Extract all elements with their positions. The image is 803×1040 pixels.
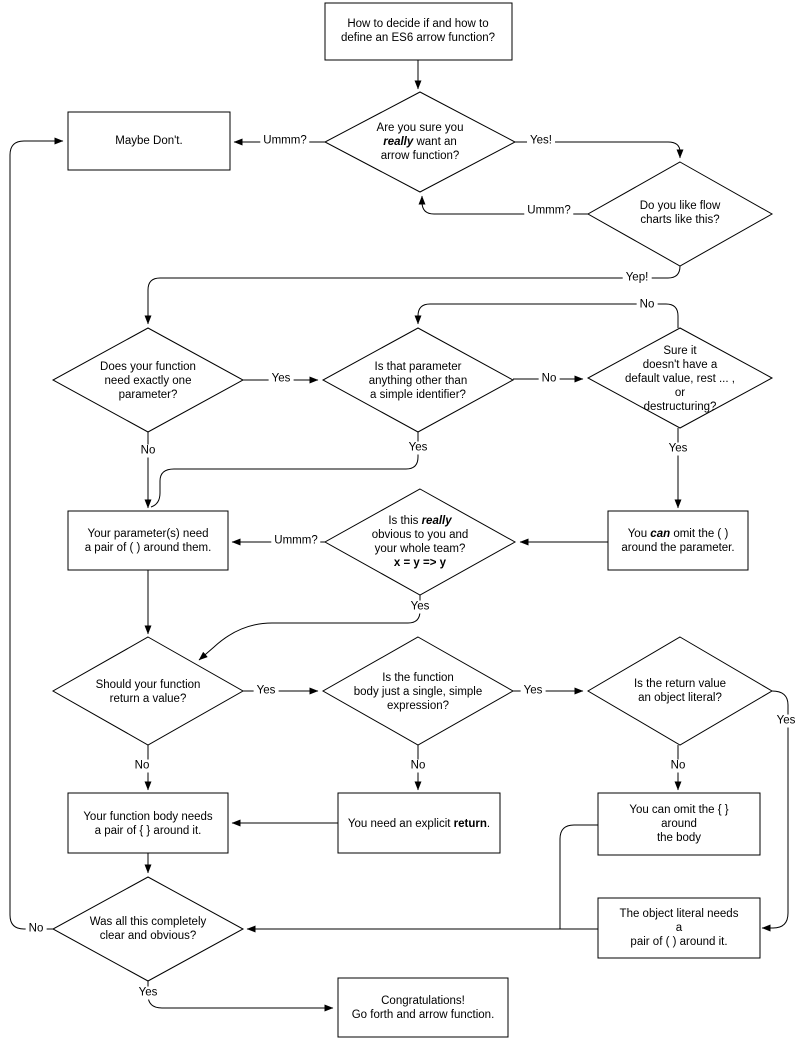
node-maybe-dont-text: Maybe Don't.: [115, 135, 183, 147]
shape-congrats: [337, 977, 509, 1038]
edge-label-ummm: Ummm?: [271, 534, 321, 548]
shape-explicit_return: [337, 792, 501, 854]
node-start-text: How to decide if and how to define an ES…: [340, 18, 496, 44]
node-q-single-text: Is the function body just a single, simp…: [353, 672, 483, 712]
node-q-want-emphasis: really: [383, 136, 414, 148]
node-object-parens-text: The object literal needs a pair of ( ) a…: [619, 908, 739, 948]
node-q-flow: Do you like flow charts like this?: [640, 199, 721, 227]
node-q-obvious: Is this really obvious to you and your w…: [372, 514, 469, 570]
shape-q_sure: [586, 327, 774, 429]
node-q-other: Is that parameter anything other than a …: [369, 360, 467, 402]
shape-maybe_dont: [67, 111, 231, 171]
shape-q_other: [321, 327, 515, 433]
edge-label-yes: Yes: [268, 372, 294, 386]
edge-label-yes: Yes: [407, 600, 433, 614]
edge-label-yes: Yes: [773, 714, 799, 728]
edge-label-yes: Yes: [253, 684, 279, 698]
edge-q_other-parens_need: [150, 432, 419, 508]
edge-label-yes: Yes!: [527, 134, 555, 148]
node-congrats: Congratulations! Go forth and arrow func…: [352, 994, 495, 1022]
shape-q_flow: [586, 161, 774, 267]
edge-q_object-object_parens: [761, 690, 789, 932]
edge-q_want-q_flow: [515, 141, 684, 159]
edge-label-no: No: [538, 372, 560, 386]
shape-q_obvious: [323, 488, 517, 596]
shape-q_clear: [51, 876, 245, 982]
node-q-one-param: Does your function need exactly one para…: [100, 360, 196, 402]
node-q-return: Should your function return a value?: [96, 678, 201, 706]
edge-label-yes: Yes: [135, 986, 161, 1000]
shape-parens_need: [67, 510, 229, 571]
node-omit-braces-text: You can omit the { } around the body: [629, 804, 729, 844]
edge-q_clear-congrats: [147, 981, 334, 1012]
edge-label-no: No: [407, 759, 429, 773]
edge-q_flow-q_one_param: [144, 265, 681, 325]
node-q-sure-text: Sure it doesn't have a default value, re…: [625, 345, 735, 413]
node-congrats-text: Congratulations! Go forth and arrow func…: [351, 995, 495, 1021]
node-object-parens: The object literal needs a pair of ( ) a…: [617, 907, 741, 949]
node-q-other-text: Is that parameter anything other than a …: [368, 361, 468, 401]
edge-q_flow-q_want: [418, 195, 588, 215]
edge-q_sure-q_other: [414, 303, 679, 328]
edge-label-no: No: [25, 922, 47, 936]
edge-label-yes: Yes: [520, 684, 546, 698]
edge-q_obvious-q_return: [198, 595, 421, 661]
edge-label-yes: Yes: [405, 441, 431, 455]
node-can-omit-paren-emphasis: can: [650, 528, 671, 540]
edge-label-yes: Yes: [665, 442, 691, 456]
node-q-object-text: Is the return value an object literal?: [633, 678, 727, 704]
edge-label-yep: Yep!: [622, 271, 652, 285]
edge-label-ummm: Ummm?: [524, 204, 574, 218]
node-body-braces: Your function body needs a pair of { } a…: [83, 810, 212, 838]
shape-body_braces: [67, 792, 229, 854]
node-q-obvious-mid: obvious to you and your whole team?: [371, 529, 469, 555]
shape-q_object: [587, 636, 773, 746]
edge-label-no: No: [137, 444, 159, 458]
node-start: How to decide if and how to define an ES…: [341, 17, 495, 45]
node-can-omit-paren-post: omit the ( ) around the parameter.: [621, 528, 735, 554]
shape-start: [324, 2, 513, 61]
node-q-want-pre: Are you sure you: [376, 122, 464, 134]
node-q-obvious-pre: Is this: [388, 515, 422, 527]
node-q-want-post: want an arrow function?: [380, 136, 460, 162]
node-q-clear-text: Was all this completely clear and obviou…: [89, 916, 207, 942]
node-can-omit-paren: You can omit the ( ) around the paramete…: [621, 527, 734, 555]
node-q-flow-text: Do you like flow charts like this?: [639, 200, 721, 226]
shape-q_single: [321, 636, 515, 746]
edge-label-no: No: [667, 759, 689, 773]
node-q-obvious-emphasis: really: [421, 515, 452, 527]
node-can-omit-paren-pre: You: [627, 528, 651, 540]
node-q-sure: Sure it doesn't have a default value, re…: [619, 344, 742, 414]
node-explicit-return-keyword: return: [453, 818, 487, 830]
node-parens-need-text: Your parameter(s) need a pair of ( ) aro…: [84, 528, 212, 554]
edge-label-ummm: Ummm?: [260, 134, 310, 148]
edge-omit_braces-q_clear: [559, 824, 598, 929]
edge-label-no: No: [636, 298, 658, 312]
shape-q_want: [323, 91, 517, 193]
node-q-clear: Was all this completely clear and obviou…: [90, 915, 207, 943]
node-q-single: Is the function body just a single, simp…: [354, 671, 482, 713]
node-explicit-return: You need an explicit return.: [348, 817, 490, 831]
node-body-braces-text: Your function body needs a pair of { } a…: [83, 811, 213, 837]
shape-object_parens: [597, 897, 761, 959]
node-q-want: Are you sure you really want an arrow fu…: [377, 121, 464, 163]
node-explicit-return-pre: You need an explicit: [347, 818, 454, 830]
shape-q_return: [51, 636, 245, 746]
node-q-return-text: Should your function return a value?: [95, 679, 201, 705]
node-omit-braces: You can omit the { } around the body: [617, 803, 741, 845]
node-q-obvious-code: x = y => y: [393, 557, 447, 569]
shape-q_one_param: [51, 327, 245, 433]
node-maybe-dont: Maybe Don't.: [115, 134, 182, 148]
edge-q_clear-maybe_dont: [9, 137, 64, 930]
node-explicit-return-post: .: [486, 818, 491, 830]
node-parens-need: Your parameter(s) need a pair of ( ) aro…: [85, 527, 212, 555]
shape-can_omit_paren: [607, 510, 749, 571]
shape-omit_braces: [597, 792, 761, 856]
node-q-one-param-text: Does your function need exactly one para…: [100, 361, 196, 401]
edge-label-no: No: [131, 759, 153, 773]
node-q-object: Is the return value an object literal?: [634, 677, 726, 705]
